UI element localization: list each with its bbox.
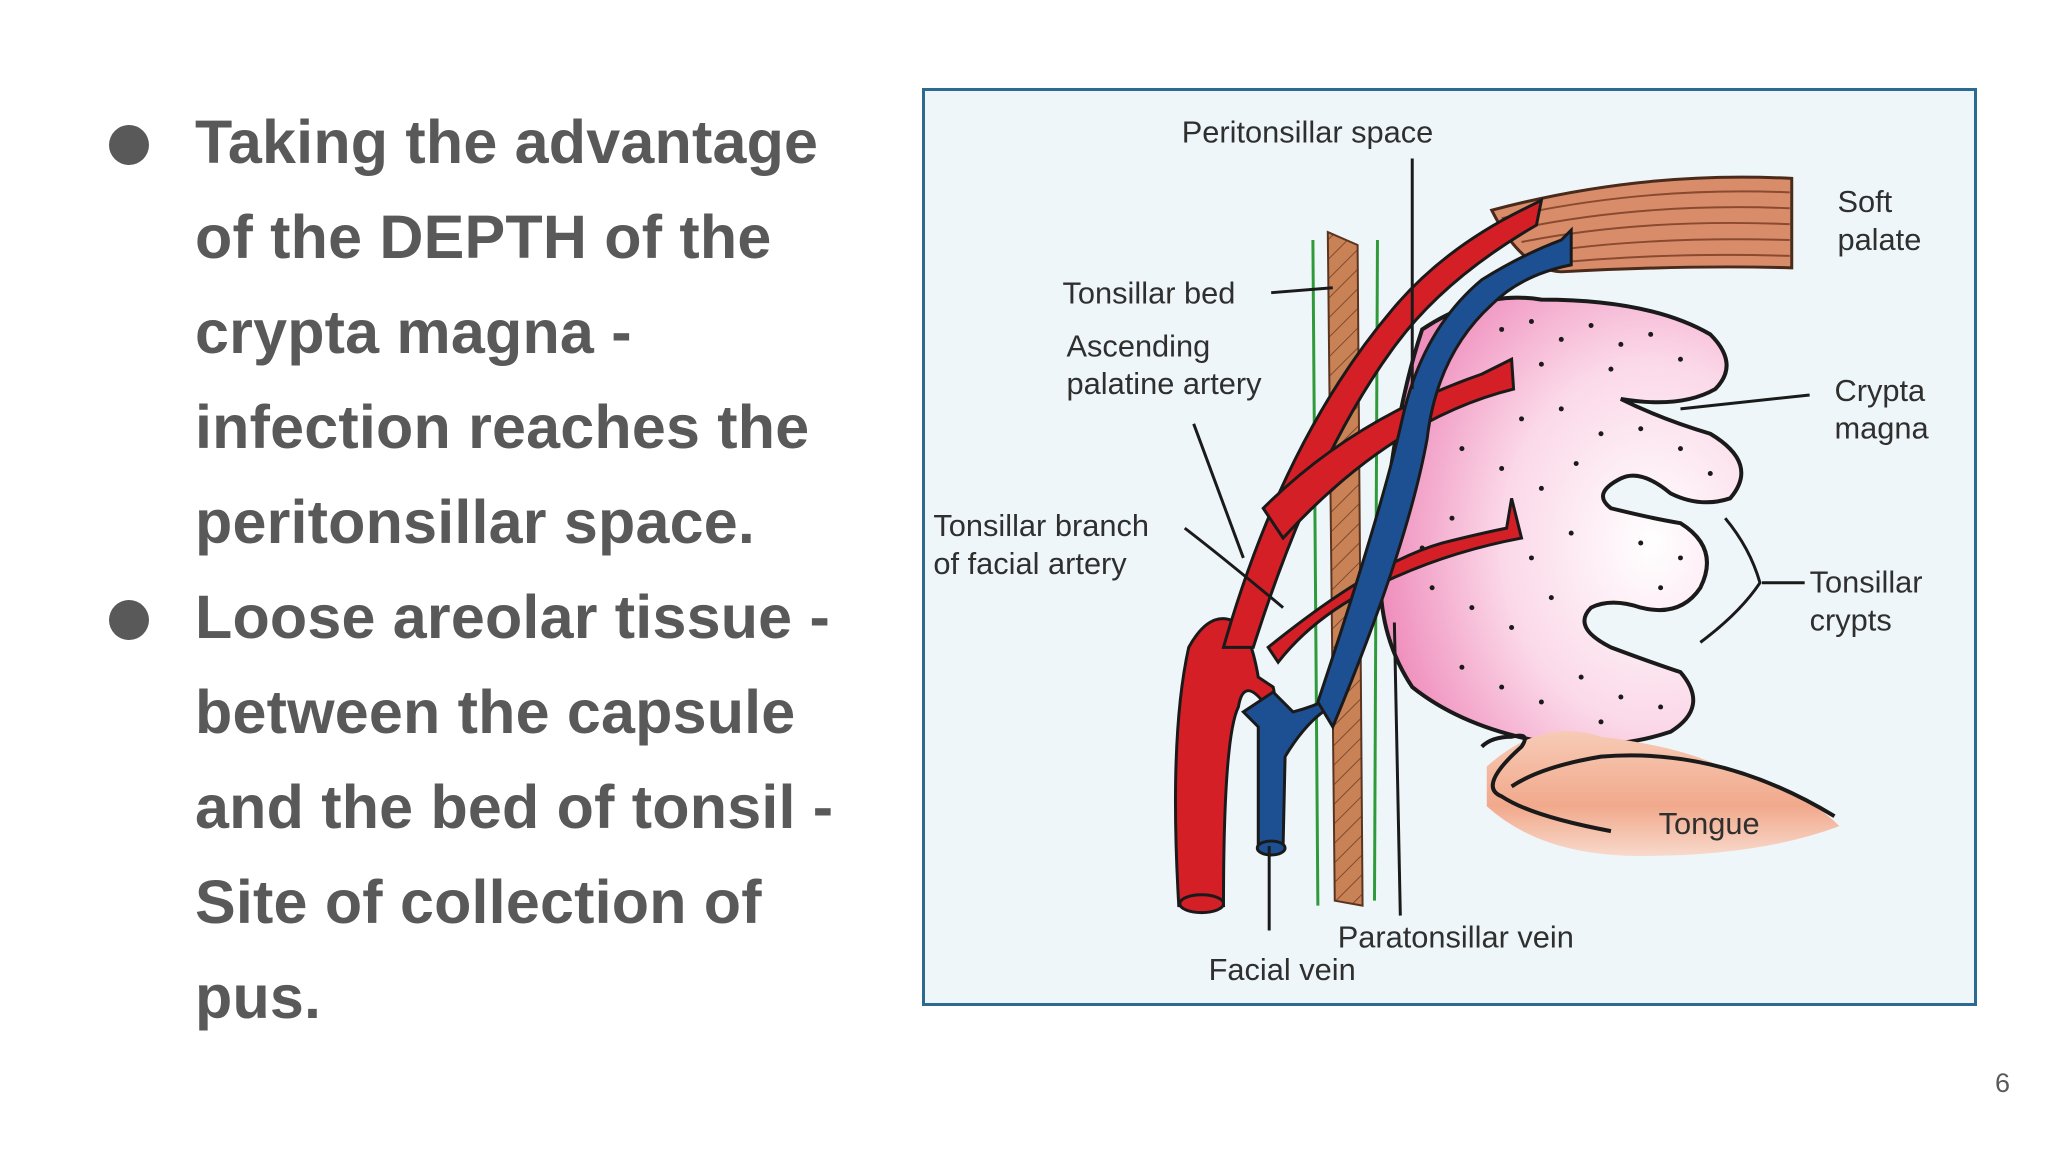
label-soft-palate-2: palate — [1837, 222, 1921, 257]
label-tonsillar-bed: Tonsillar bed — [1063, 276, 1236, 311]
label-ascending-1: Ascending — [1067, 328, 1211, 363]
label-tongue: Tongue — [1659, 806, 1760, 841]
tonsil-anatomy-diagram: Peritonsillar space Soft palate Tonsilla… — [922, 88, 1977, 1006]
label-peritonsillar-space: Peritonsillar space — [1182, 115, 1434, 150]
label-crypta-2: magna — [1834, 411, 1929, 446]
bullet-list: Taking the advantage of the DEPTH of the… — [105, 95, 845, 1045]
label-paratonsillar-vein: Paratonsillar vein — [1338, 919, 1574, 954]
bullet-icon — [109, 125, 149, 165]
label-tonsillar-crypts-2: crypts — [1810, 602, 1892, 637]
label-soft-palate-1: Soft — [1837, 184, 1892, 219]
bullet-text: Taking the advantage of the DEPTH of the… — [195, 108, 819, 556]
tonsillar-bed-muscle — [1326, 230, 1364, 907]
tonsil — [1378, 295, 1744, 748]
label-tonsillar-branch-1: Tonsillar branch — [933, 508, 1149, 543]
label-tonsillar-crypts-1: Tonsillar — [1810, 565, 1923, 600]
label-crypta-1: Crypta — [1834, 373, 1926, 408]
bullet-item: Loose areolar tissue - between the capsu… — [105, 570, 845, 1045]
bullet-item: Taking the advantage of the DEPTH of the… — [105, 95, 845, 570]
bullet-icon — [109, 600, 149, 640]
page-number: 6 — [1994, 1068, 2010, 1098]
bullet-text: Loose areolar tissue - between the capsu… — [195, 583, 834, 1031]
facial-artery — [1173, 197, 1544, 915]
label-facial-vein: Facial vein — [1209, 952, 1356, 987]
label-tonsillar-branch-2: of facial artery — [933, 546, 1127, 581]
label-ascending-2: palatine artery — [1067, 366, 1263, 401]
leader-lines — [1183, 158, 1810, 931]
